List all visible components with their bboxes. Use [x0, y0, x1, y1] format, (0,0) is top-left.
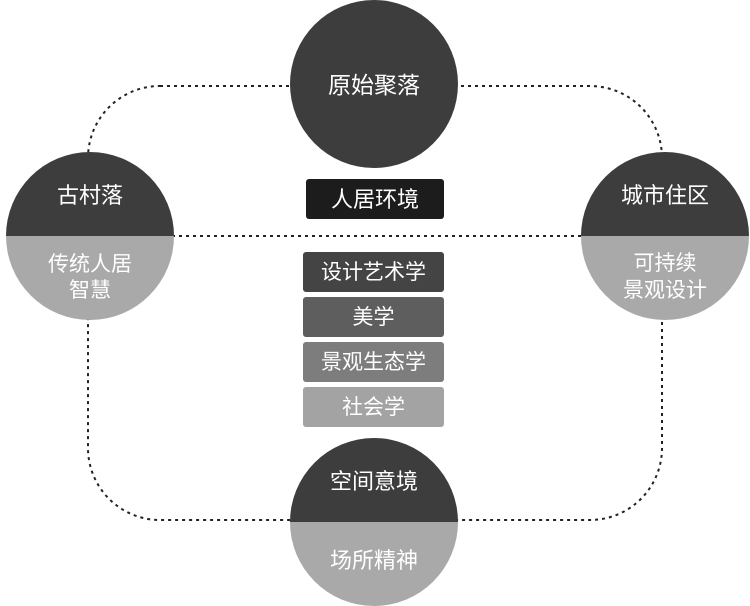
circle-top: 原始聚落 [290, 0, 458, 168]
discipline-label-2: 美学 [353, 305, 395, 329]
circle-left-lower-label-line2: 智慧 [69, 278, 111, 302]
circle-bottom-upper-label: 空间意境 [330, 470, 418, 495]
discipline-box-1 [303, 252, 444, 292]
discipline-box-4 [303, 387, 444, 427]
center-box-shape [306, 179, 444, 219]
circle-right: 城市住区 可持续 景观设计 [581, 152, 749, 320]
discipline-label-3: 景观生态学 [321, 350, 426, 374]
circle-top-label: 原始聚落 [328, 73, 420, 99]
center-box-label: 人居环境 [331, 188, 419, 213]
discipline-stack: 设计艺术学 美学 景观生态学 社会学 [303, 252, 444, 427]
discipline-label-1: 设计艺术学 [321, 260, 426, 284]
circle-right-upper-label: 城市住区 [621, 184, 709, 209]
circle-bottom-lower-label: 场所精神 [330, 549, 418, 574]
circle-bottom: 空间意境 场所精神 [290, 438, 458, 606]
discipline-label-4: 社会学 [342, 395, 405, 419]
discipline-box-2 [303, 297, 444, 337]
circle-left-upper-label: 古村落 [57, 184, 123, 209]
discipline-box-3 [303, 342, 444, 382]
circle-right-lower-label-line2: 景观设计 [623, 278, 707, 302]
circle-left: 古村落 传统人居 智慧 [6, 152, 174, 320]
circle-right-lower-label-line1: 可持续 [634, 251, 697, 275]
circle-left-lower-label-line1: 传统人居 [48, 252, 132, 276]
circle-top-shape [290, 0, 458, 168]
center-box: 人居环境 [306, 179, 444, 219]
